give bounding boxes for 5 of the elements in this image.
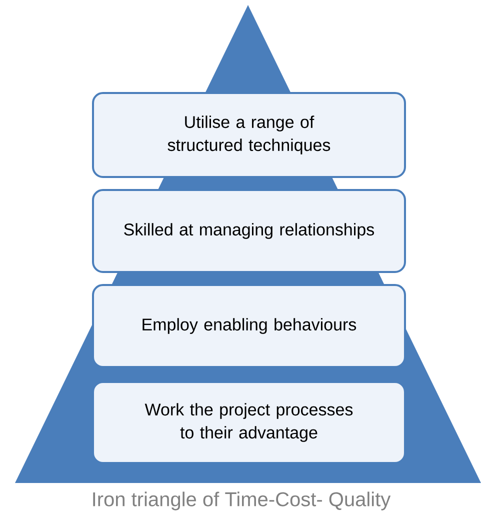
text-box: Utilise a range of structured techniques (92, 92, 406, 178)
text-box: Employ enabling behaviours (92, 284, 406, 368)
text-box: Skilled at managing relationships (92, 189, 406, 273)
text-box: Work the project processes to their advantage (92, 381, 406, 464)
caption: Iron triangle of Time-Cost- Quality (93, 492, 391, 510)
